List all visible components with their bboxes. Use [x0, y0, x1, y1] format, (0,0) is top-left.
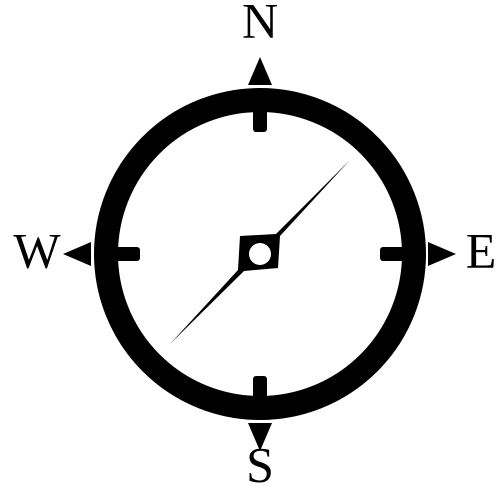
south-tick: [253, 376, 267, 416]
north-pointer: [248, 57, 272, 85]
west-tick: [100, 247, 140, 261]
south-pointer: [248, 423, 272, 451]
west-pointer: [63, 242, 91, 266]
north-tick: [253, 92, 267, 132]
west-label: W: [13, 222, 61, 278]
south-label: S: [246, 436, 274, 492]
east-tick: [380, 247, 420, 261]
north-label: N: [242, 0, 278, 48]
east-label: E: [466, 222, 497, 278]
needle-pivot: [249, 243, 271, 265]
east-pointer: [428, 242, 456, 266]
